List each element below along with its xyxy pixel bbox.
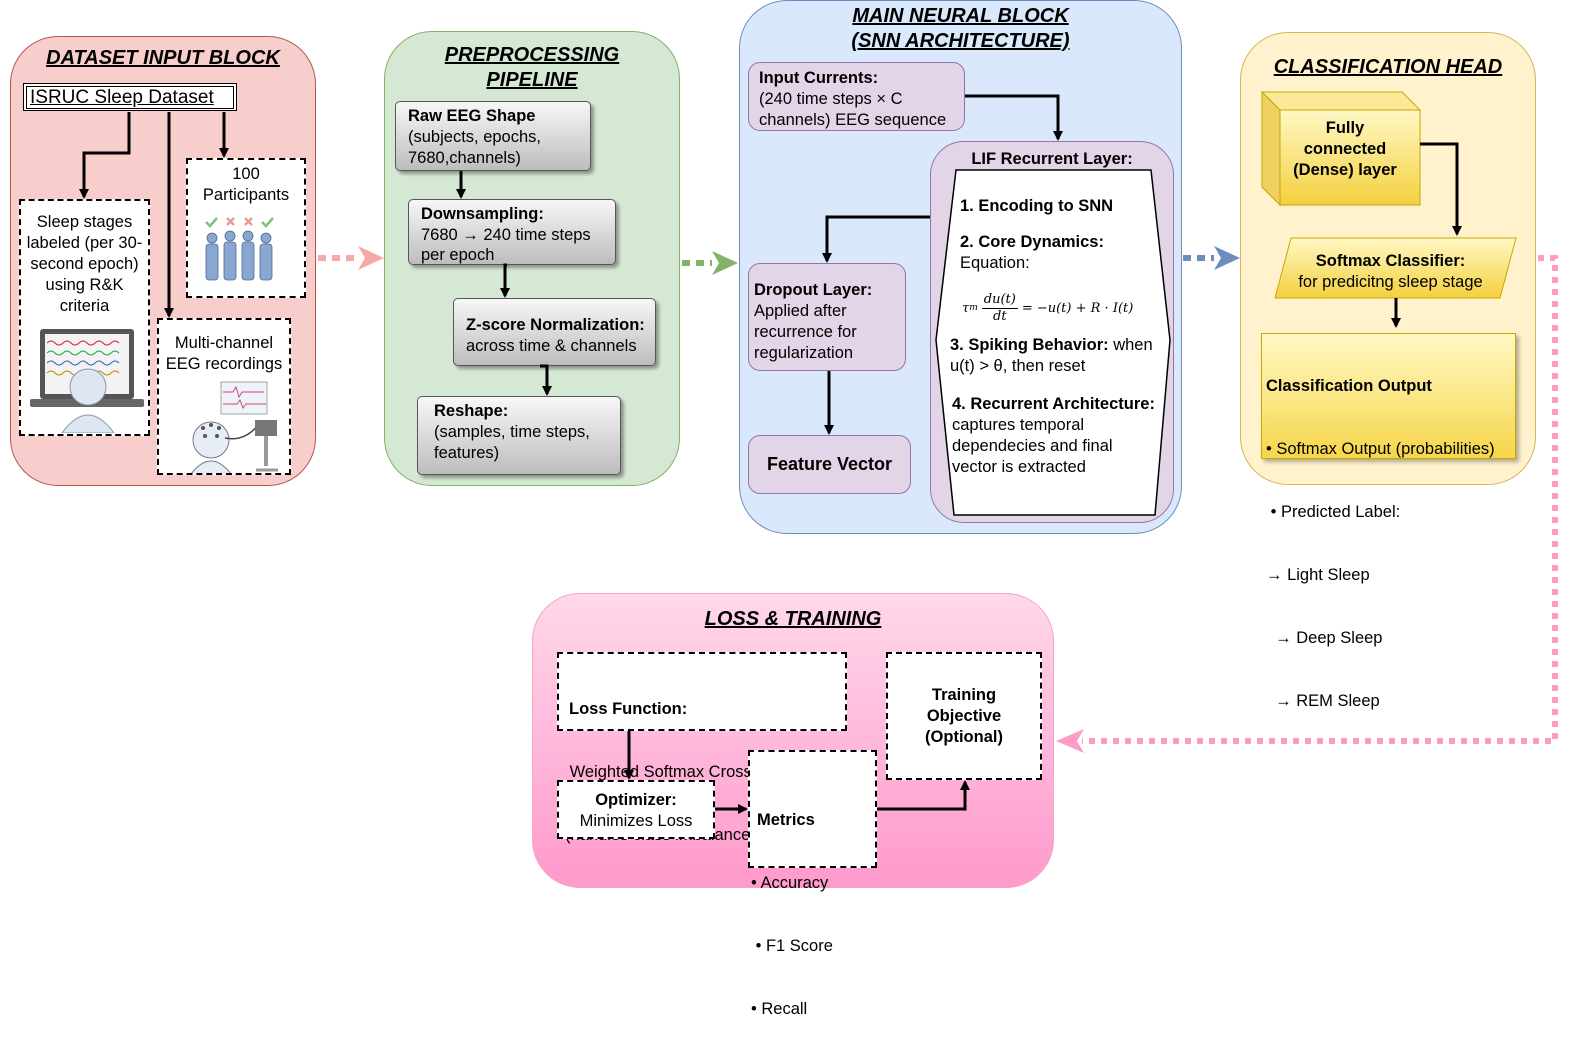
lif-hexagon-shape	[935, 169, 1171, 516]
zscore-normalization-box: Z-score Normalization: across time & cha…	[453, 298, 656, 366]
dotted-arrow-pre-to-neural	[682, 251, 738, 275]
neural-panel-title: MAIN NEURAL BLOCK (SNN ARCHITECTURE)	[851, 5, 1070, 52]
arrow-dataset-to-stages	[79, 112, 131, 199]
laptop-eeg-icon	[30, 329, 144, 433]
dataset-panel-title: DATASET INPUT BLOCK	[46, 47, 280, 69]
training-objective-box: Training Objective (Optional)	[886, 652, 1042, 780]
downsampling-box: Downsampling: 7680 → 240 time steps per …	[408, 199, 616, 265]
dropout-layer-box: Dropout Layer: Applied after recurrence …	[748, 263, 906, 371]
participants-text: 100 Participants	[202, 165, 290, 204]
arrow-dense-to-softmax	[1420, 142, 1462, 236]
loss-panel-title: LOSS & TRAINING	[704, 608, 882, 630]
arrow-input-to-lif	[965, 94, 1063, 141]
lif-content: 1. Encoding to SNN 2. Core Dynamics: Equ…	[950, 196, 1174, 478]
classification-output-box: Classification Output • Softmax Output (…	[1261, 333, 1516, 710]
dotted-arrow-class-to-loss	[1056, 255, 1558, 753]
input-currents-box: Input Currents: (240 time steps × C chan…	[748, 62, 965, 131]
sleep-stages-box: Sleep stages labeled (per 30- second epo…	[19, 199, 150, 436]
participants-people-icon	[205, 217, 274, 281]
arrow-metrics-to-objective	[877, 780, 970, 811]
eeg-cap-icon	[191, 381, 278, 473]
raw-eeg-shape-box: Raw EEG Shape (subjects, epochs, 7680,ch…	[395, 101, 591, 171]
eeg-recordings-text: Multi-channel EEG recordings	[165, 334, 283, 373]
connectors-layer	[79, 94, 1558, 814]
arrow-lif-to-dropout	[822, 215, 930, 263]
reshape-box: Reshape: (samples, time steps, features)	[417, 396, 621, 475]
participants-box: 100 Participants	[186, 158, 306, 298]
optimizer-box: Optimizer: Minimizes Loss	[557, 780, 715, 839]
eeg-recordings-box: Multi-channel EEG recordings	[157, 318, 291, 475]
dotted-arrow-dataset-to-pre	[318, 246, 384, 270]
softmax-parallelogram	[1274, 237, 1517, 299]
sleep-stages-text: Sleep stages labeled (per 30- second epo…	[26, 213, 143, 315]
arrow-zscore-to-reshape	[540, 364, 552, 396]
isruc-dataset-label: ISRUC Sleep Dataset	[23, 83, 237, 111]
classification-panel-title: CLASSIFICATION HEAD	[1273, 56, 1503, 78]
dense-layer-cube-icon	[1260, 90, 1422, 207]
feature-vector-box: Feature Vector	[748, 435, 911, 494]
preprocessing-panel-title: PREPROCESSING PIPELINE	[444, 44, 620, 91]
softmax-classifier-text: Softmax Classifier: for predicitng sleep…	[1298, 252, 1483, 291]
dotted-arrow-neural-to-class	[1183, 246, 1240, 270]
dense-layer-text: Fully connected (Dense) layer	[1293, 119, 1397, 179]
arrow-down-to-zscore	[500, 263, 510, 298]
